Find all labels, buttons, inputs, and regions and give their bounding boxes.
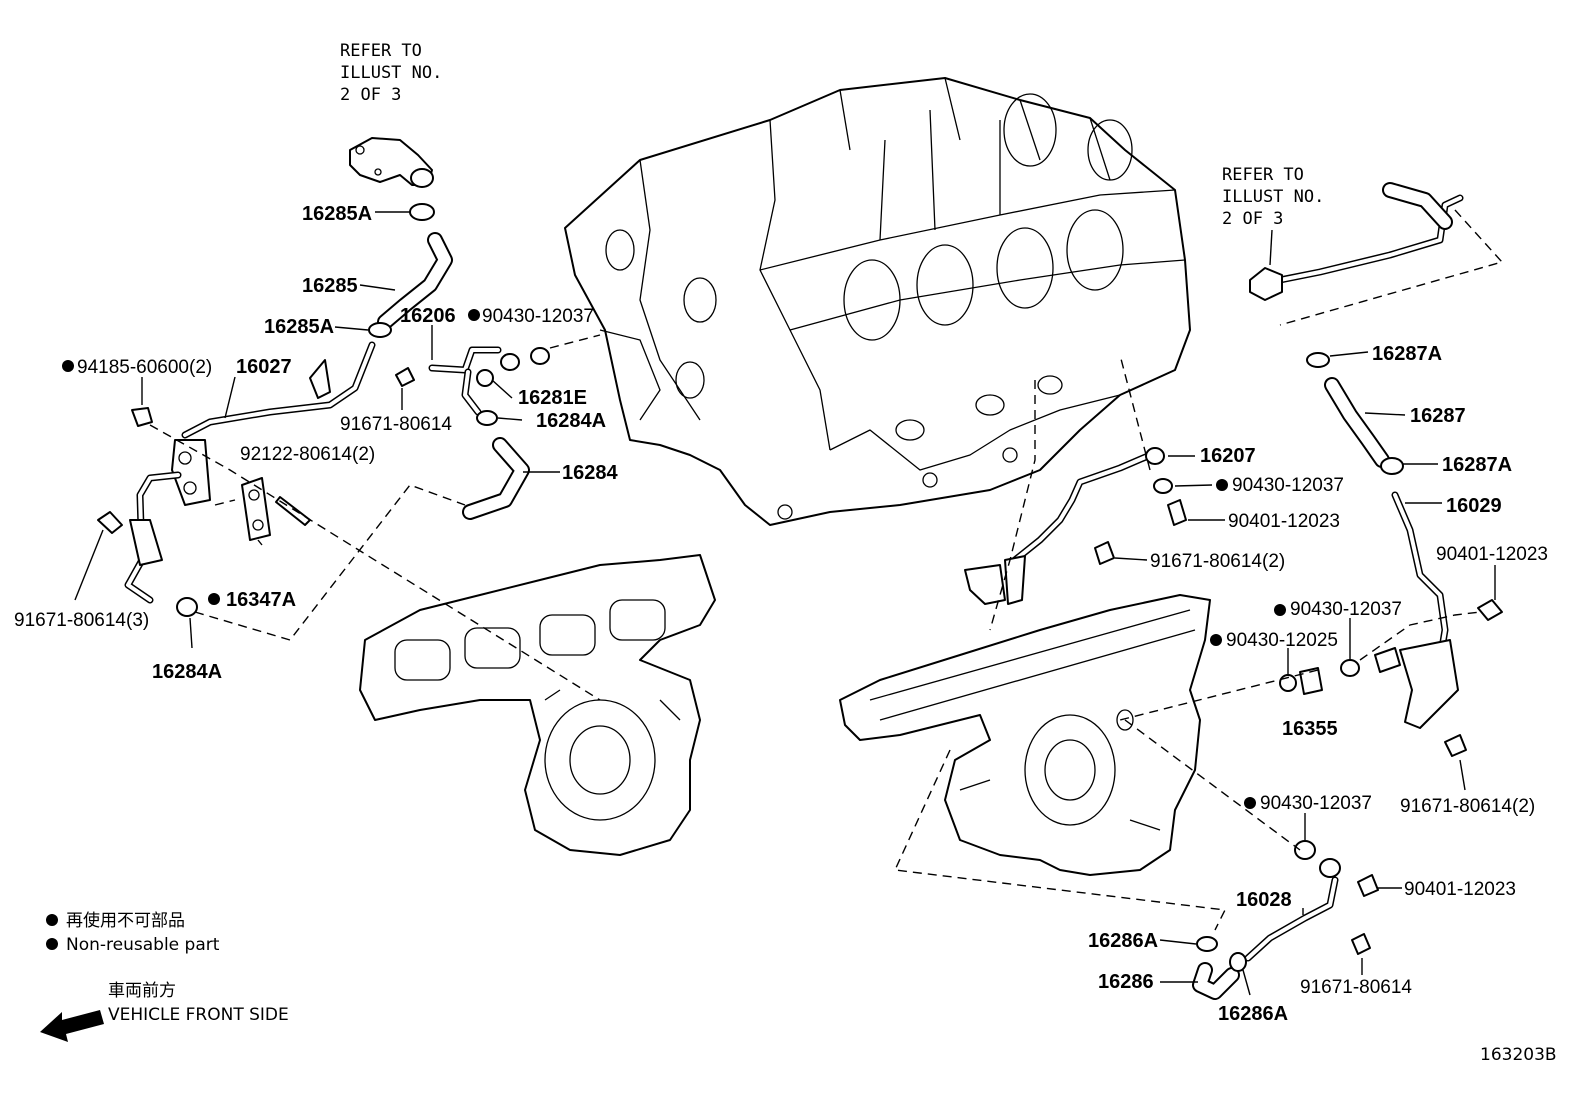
non-reusable-dot xyxy=(468,309,480,321)
label-16207: 16207 xyxy=(1200,445,1256,467)
vehicle-front-indicator: 車両前方 VEHICLE FRONT SIDE xyxy=(40,981,289,1042)
label-16027: 16027 xyxy=(236,356,292,378)
non-reusable-dot xyxy=(1274,604,1286,616)
label-16281e: 16281E xyxy=(518,387,587,409)
right-exhaust-manifold xyxy=(839,594,1211,876)
label-90401-12023-b: 90401-12023 xyxy=(1436,544,1548,565)
label-16028: 16028 xyxy=(1236,889,1292,911)
non-reusable-dot xyxy=(62,360,74,372)
label-16286a-bottom: 16286A xyxy=(1218,1003,1288,1025)
svg-text:2 OF 3: 2 OF 3 xyxy=(1222,209,1283,229)
nut-94185 xyxy=(131,407,153,427)
non-reusable-dot xyxy=(1210,634,1222,646)
bolt-91671-b xyxy=(1351,933,1371,955)
label-16284: 16284 xyxy=(562,462,618,484)
svg-text:REFER TO: REFER TO xyxy=(1222,165,1304,185)
label-16355: 16355 xyxy=(1282,718,1338,740)
gasket-90430-d xyxy=(1294,840,1316,860)
label-91671-80614-a: 91671-80614 xyxy=(340,414,452,435)
label-16284a-top: 16284A xyxy=(536,410,606,432)
label-91671-80614-2a: 91671-80614(2) xyxy=(1150,551,1285,572)
leader-lines xyxy=(74,211,1496,996)
legend: 再使用不可部品 Non-reusable part xyxy=(46,910,220,955)
svg-text:ILLUST NO.: ILLUST NO. xyxy=(340,63,442,83)
front-jp: 車両前方 xyxy=(108,981,176,1001)
label-16284a-bottom: 16284A xyxy=(152,661,222,683)
gasket-16347a xyxy=(241,477,271,541)
fitting-16281e xyxy=(476,369,494,387)
clamp-16285a-mid xyxy=(368,322,392,338)
label-90430-12037-a: 90430-12037 xyxy=(482,306,594,327)
bolt-90401-b xyxy=(1167,499,1187,526)
flange-16027 xyxy=(171,439,211,506)
label-90430-12025: 90430-12025 xyxy=(1226,630,1338,651)
label-16285a-mid: 16285A xyxy=(264,316,334,338)
left-exhaust-manifold xyxy=(359,554,716,856)
gasket-90430-b xyxy=(1153,478,1173,494)
bolt-91671-a xyxy=(395,367,415,387)
clamp-16284a-bottom xyxy=(176,597,198,617)
clamp-16286a-bottom xyxy=(1229,952,1247,972)
bolt-91671-3 xyxy=(97,511,123,534)
clamp-16284a-top xyxy=(476,410,498,426)
part-labels: 16285A 16285 16285A 16206 90430-12037 94… xyxy=(14,203,1548,1025)
clamp-16286a-top xyxy=(1196,936,1218,952)
label-90401-12023-c: 90401-12023 xyxy=(1404,879,1516,900)
bolt-90401-a xyxy=(1477,599,1503,621)
cap-fitting-right xyxy=(1249,267,1283,301)
clamp-16287a-top xyxy=(1306,352,1330,368)
svg-text:REFER TO: REFER TO xyxy=(340,41,422,61)
assembly-lines xyxy=(149,209,1504,931)
clamp-16285a-top xyxy=(409,203,435,221)
label-16206: 16206 xyxy=(400,305,456,327)
legend-en: Non-reusable part xyxy=(66,935,220,955)
label-90401-12023-a: 90401-12023 xyxy=(1228,511,1340,532)
water-outlet-housing xyxy=(349,137,434,188)
diagram-id: 163203B xyxy=(1480,1045,1557,1065)
refer-note-right: REFER TO ILLUST NO. 2 OF 3 xyxy=(1222,165,1324,229)
label-94185: 94185-60600(2) xyxy=(77,357,212,378)
bracket-16029 xyxy=(1399,639,1459,729)
non-reusable-dot xyxy=(1216,479,1228,491)
legend-jp: 再使用不可部品 xyxy=(66,910,185,931)
union-16355 xyxy=(1299,667,1323,695)
label-16286: 16286 xyxy=(1098,971,1154,993)
non-reusable-dot xyxy=(1244,797,1256,809)
bracket-16207 xyxy=(964,564,1006,605)
legend-dot-jp xyxy=(46,914,58,926)
engine-block xyxy=(564,77,1191,526)
label-16029: 16029 xyxy=(1446,495,1502,517)
label-16286a-top: 16286A xyxy=(1088,930,1158,952)
label-16285: 16285 xyxy=(302,275,358,297)
label-16287: 16287 xyxy=(1410,405,1466,427)
bolt-91671-2b xyxy=(1444,734,1467,757)
bolt-90401-c xyxy=(1357,874,1379,897)
refer-note-left: REFER TO ILLUST NO. 2 OF 3 xyxy=(340,41,442,105)
label-92122: 92122-80614(2) xyxy=(240,444,375,465)
label-91671-80614-b: 91671-80614 xyxy=(1300,977,1412,998)
svg-text:ILLUST NO.: ILLUST NO. xyxy=(1222,187,1324,207)
label-91671-80614-2b: 91671-80614(2) xyxy=(1400,796,1535,817)
front-en: VEHICLE FRONT SIDE xyxy=(108,1005,289,1025)
label-90430-12037-d: 90430-12037 xyxy=(1260,793,1372,814)
label-16287a-top: 16287A xyxy=(1372,343,1442,365)
label-16347a: 16347A xyxy=(226,589,296,611)
label-90430-12037-b: 90430-12037 xyxy=(1232,475,1344,496)
front-arrow-icon xyxy=(40,1010,104,1042)
clamp-16287a-mid xyxy=(1380,457,1404,475)
bolt-91671-2a xyxy=(1094,541,1115,565)
label-90430-12037-c: 90430-12037 xyxy=(1290,599,1402,620)
label-91671-80614-3: 91671-80614(3) xyxy=(14,610,149,631)
svg-text:2 OF 3: 2 OF 3 xyxy=(340,85,401,105)
non-reusable-dot xyxy=(208,593,220,605)
gasket-90430-c xyxy=(1340,659,1360,677)
label-16285a-top: 16285A xyxy=(302,203,372,225)
legend-dot-en xyxy=(46,938,58,950)
gasket-90430-a xyxy=(530,347,550,365)
label-16287a-mid: 16287A xyxy=(1442,454,1512,476)
